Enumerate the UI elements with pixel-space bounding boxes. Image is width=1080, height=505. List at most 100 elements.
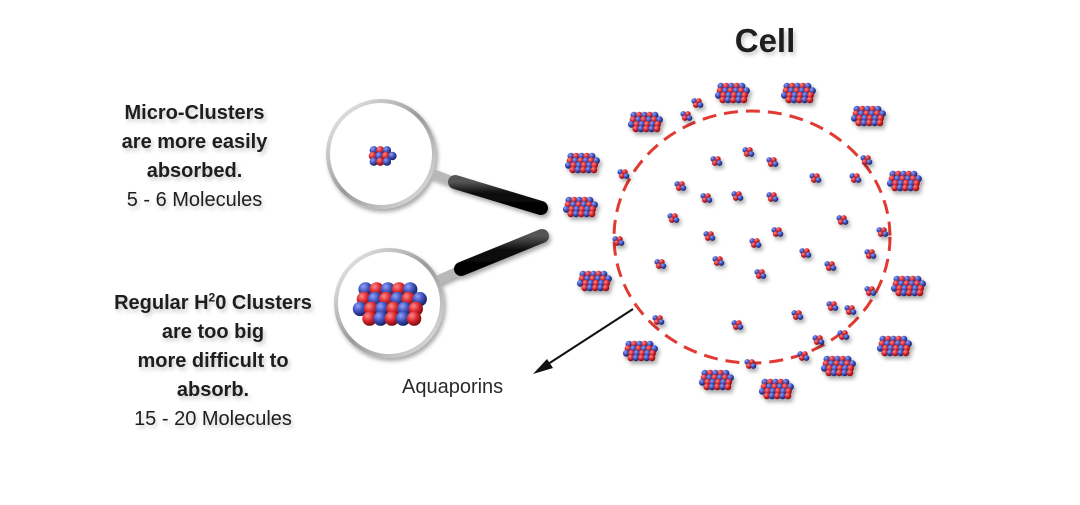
- molecule: [805, 252, 812, 258]
- molecule: [632, 125, 640, 133]
- molecule: [860, 119, 868, 127]
- molecule: [648, 125, 655, 133]
- molecule: [714, 260, 720, 266]
- molecule: [843, 334, 850, 340]
- molecule: [850, 309, 857, 315]
- molecule: [760, 273, 767, 279]
- regular-prefix: Regular H: [114, 292, 209, 314]
- regular-suffix: 0 Clusters: [215, 292, 312, 314]
- molecule: [632, 354, 640, 362]
- molecule: [866, 290, 872, 296]
- molecule: [779, 392, 786, 400]
- molecule: [763, 392, 771, 400]
- water-cluster: [691, 98, 704, 108]
- molecule: [846, 309, 852, 315]
- aquaporins-label: Aquaporins: [402, 376, 504, 398]
- molecule: [618, 240, 625, 246]
- molecule: [811, 177, 817, 183]
- molecule: [912, 184, 920, 192]
- magnifier-icon: [334, 229, 549, 358]
- molecule: [660, 263, 667, 269]
- molecule: [388, 151, 397, 161]
- molecule: [614, 240, 620, 246]
- molecule: [866, 253, 872, 259]
- molecule: [737, 324, 744, 330]
- molecule: [591, 284, 599, 292]
- molecule: [714, 91, 722, 99]
- molecule: [588, 210, 596, 218]
- molecule: [746, 363, 752, 369]
- molecule: [773, 231, 779, 237]
- regular-line-1: Regular H20 Clusters: [82, 289, 344, 318]
- molecule: [583, 210, 590, 218]
- water-cluster: [576, 270, 612, 292]
- molecule: [643, 354, 650, 362]
- water-cluster: [780, 82, 816, 104]
- molecule: [627, 120, 635, 128]
- molecule: [748, 151, 755, 157]
- molecule: [881, 349, 889, 357]
- molecule: [756, 273, 762, 279]
- molecule: [369, 157, 378, 166]
- molecule: [870, 290, 877, 296]
- molecule: [384, 311, 399, 326]
- molecule: [623, 173, 630, 179]
- molecule: [693, 102, 699, 108]
- water-cluster: [754, 269, 767, 279]
- molecule: [709, 235, 716, 241]
- molecule: [702, 197, 708, 203]
- micro-line-1: Micro-Clusters: [124, 102, 265, 124]
- water-cluster: [876, 227, 889, 237]
- water-cluster: [710, 156, 723, 166]
- molecule: [576, 279, 584, 287]
- molecule: [376, 157, 385, 166]
- molecule: [586, 284, 594, 292]
- water-cluster: [849, 173, 862, 183]
- regular-line-4: absorb.: [176, 379, 250, 401]
- water-cluster: [627, 111, 663, 133]
- water-cluster: [771, 227, 784, 237]
- molecule: [673, 217, 680, 223]
- water-cluster: [749, 238, 762, 248]
- molecule: [658, 319, 665, 325]
- molecule: [656, 263, 662, 269]
- molecule: [780, 91, 788, 99]
- molecule: [708, 383, 716, 391]
- molecule: [784, 392, 792, 400]
- water-cluster: [731, 191, 744, 201]
- molecule: [790, 96, 798, 104]
- regular-line-2: are too big: [161, 321, 265, 343]
- molecule: [637, 354, 645, 362]
- magnifier-handle: [428, 229, 549, 287]
- molecule: [735, 96, 742, 104]
- water-cluster: [812, 335, 825, 345]
- molecule: [870, 253, 877, 259]
- molecule: [846, 369, 854, 377]
- molecule: [876, 344, 884, 352]
- molecule: [826, 265, 832, 271]
- molecule: [825, 369, 833, 377]
- molecule: [669, 217, 675, 223]
- molecule: [768, 161, 774, 167]
- molecule: [855, 177, 862, 183]
- water-cluster: [712, 256, 725, 266]
- molecule: [871, 119, 878, 127]
- molecule: [896, 184, 904, 192]
- water-cluster: [890, 275, 926, 297]
- water-cluster: [820, 355, 856, 377]
- molecule: [382, 157, 392, 166]
- molecule: [902, 349, 910, 357]
- molecule: [703, 383, 711, 391]
- molecule: [564, 161, 572, 169]
- molecule: [772, 161, 779, 167]
- micro-line-3: absorbed.: [146, 160, 243, 182]
- molecule: [676, 185, 682, 191]
- molecule: [352, 301, 368, 317]
- molecule: [891, 349, 899, 357]
- molecule: [768, 196, 774, 202]
- molecule: [785, 96, 793, 104]
- molecule: [712, 160, 718, 166]
- water-cluster: [652, 315, 665, 325]
- molecule: [697, 102, 704, 108]
- molecule: [905, 289, 913, 297]
